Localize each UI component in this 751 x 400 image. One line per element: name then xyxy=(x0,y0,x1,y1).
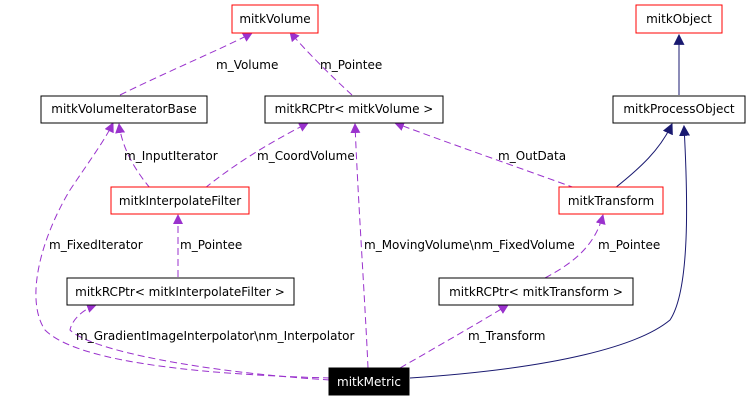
node-label: mitkProcessObject xyxy=(623,102,735,116)
edge-m-transform xyxy=(399,304,509,369)
edge-label-m-gradientinterpolator: m_GradientImageInterpolator\nm_Interpola… xyxy=(76,329,354,343)
node-label: mitkObject xyxy=(646,12,712,26)
edge-label-m-outdata: m_OutData xyxy=(498,149,566,163)
node-mitkVolume[interactable]: mitkVolume xyxy=(231,4,319,34)
edge-m-outdata xyxy=(394,121,576,189)
edge-label-m-movingvolume: m_MovingVolume\nm_FixedVolume xyxy=(364,238,575,252)
edge-label-m-coordvolume: m_CoordVolume xyxy=(257,149,355,163)
node-mitkProcessObject[interactable]: mitkProcessObject xyxy=(612,95,746,124)
edge-label-m-pointee-transform: m_Pointee xyxy=(598,238,660,252)
node-mitkInterpolateFilter[interactable]: mitkInterpolateFilter xyxy=(110,186,250,215)
edge-m-inputiterator xyxy=(115,123,151,189)
edge-m-movingvolume xyxy=(350,123,369,369)
edge-label-m-fixediterator: m_FixedIterator xyxy=(49,238,143,252)
node-mitkMetric[interactable]: mitkMetric xyxy=(328,367,410,396)
node-label: mitkTransform xyxy=(568,194,654,208)
node-label: mitkVolumeIteratorBase xyxy=(51,102,196,116)
edge-m-coordvolume xyxy=(204,122,309,189)
edge-inherit-metric-processobject xyxy=(409,124,691,379)
node-label: mitkRCPtr< mitkTransform > xyxy=(449,285,623,299)
node-label: mitkRCPtr< mitkInterpolateFilter > xyxy=(75,285,285,299)
node-label: mitkMetric xyxy=(337,375,401,389)
edge-m-volume xyxy=(119,32,253,96)
edge-label-m-transform: m_Transform xyxy=(468,329,545,343)
node-label: mitkVolume xyxy=(239,12,310,26)
node-rcptr-mitkInterpolateFilter[interactable]: mitkRCPtr< mitkInterpolateFilter > xyxy=(66,277,295,306)
edge-m-pointee-transform xyxy=(544,214,606,279)
node-mitkVolumeIteratorBase[interactable]: mitkVolumeIteratorBase xyxy=(40,95,208,124)
node-mitkTransform[interactable]: mitkTransform xyxy=(558,186,664,215)
edge-m-fixediterator xyxy=(35,122,331,379)
node-rcptr-mitkVolume[interactable]: mitkRCPtr< mitkVolume > xyxy=(264,95,444,124)
edge-label-m-pointee-filter: m_Pointee xyxy=(180,238,242,252)
edge-label-m-inputiterator: m_InputIterator xyxy=(124,149,218,163)
edge-m-pointee-volume xyxy=(289,31,353,96)
node-label: mitkRCPtr< mitkVolume > xyxy=(275,102,434,116)
edge-inherit-transform-processobject xyxy=(614,123,673,189)
edge-label-m-volume: m_Volume xyxy=(216,58,278,72)
node-rcptr-mitkTransform[interactable]: mitkRCPtr< mitkTransform > xyxy=(438,277,634,306)
node-mitkObject[interactable]: mitkObject xyxy=(635,4,723,34)
edge-label-m-pointee-volume: m_Pointee xyxy=(320,58,382,72)
node-label: mitkInterpolateFilter xyxy=(119,194,241,208)
